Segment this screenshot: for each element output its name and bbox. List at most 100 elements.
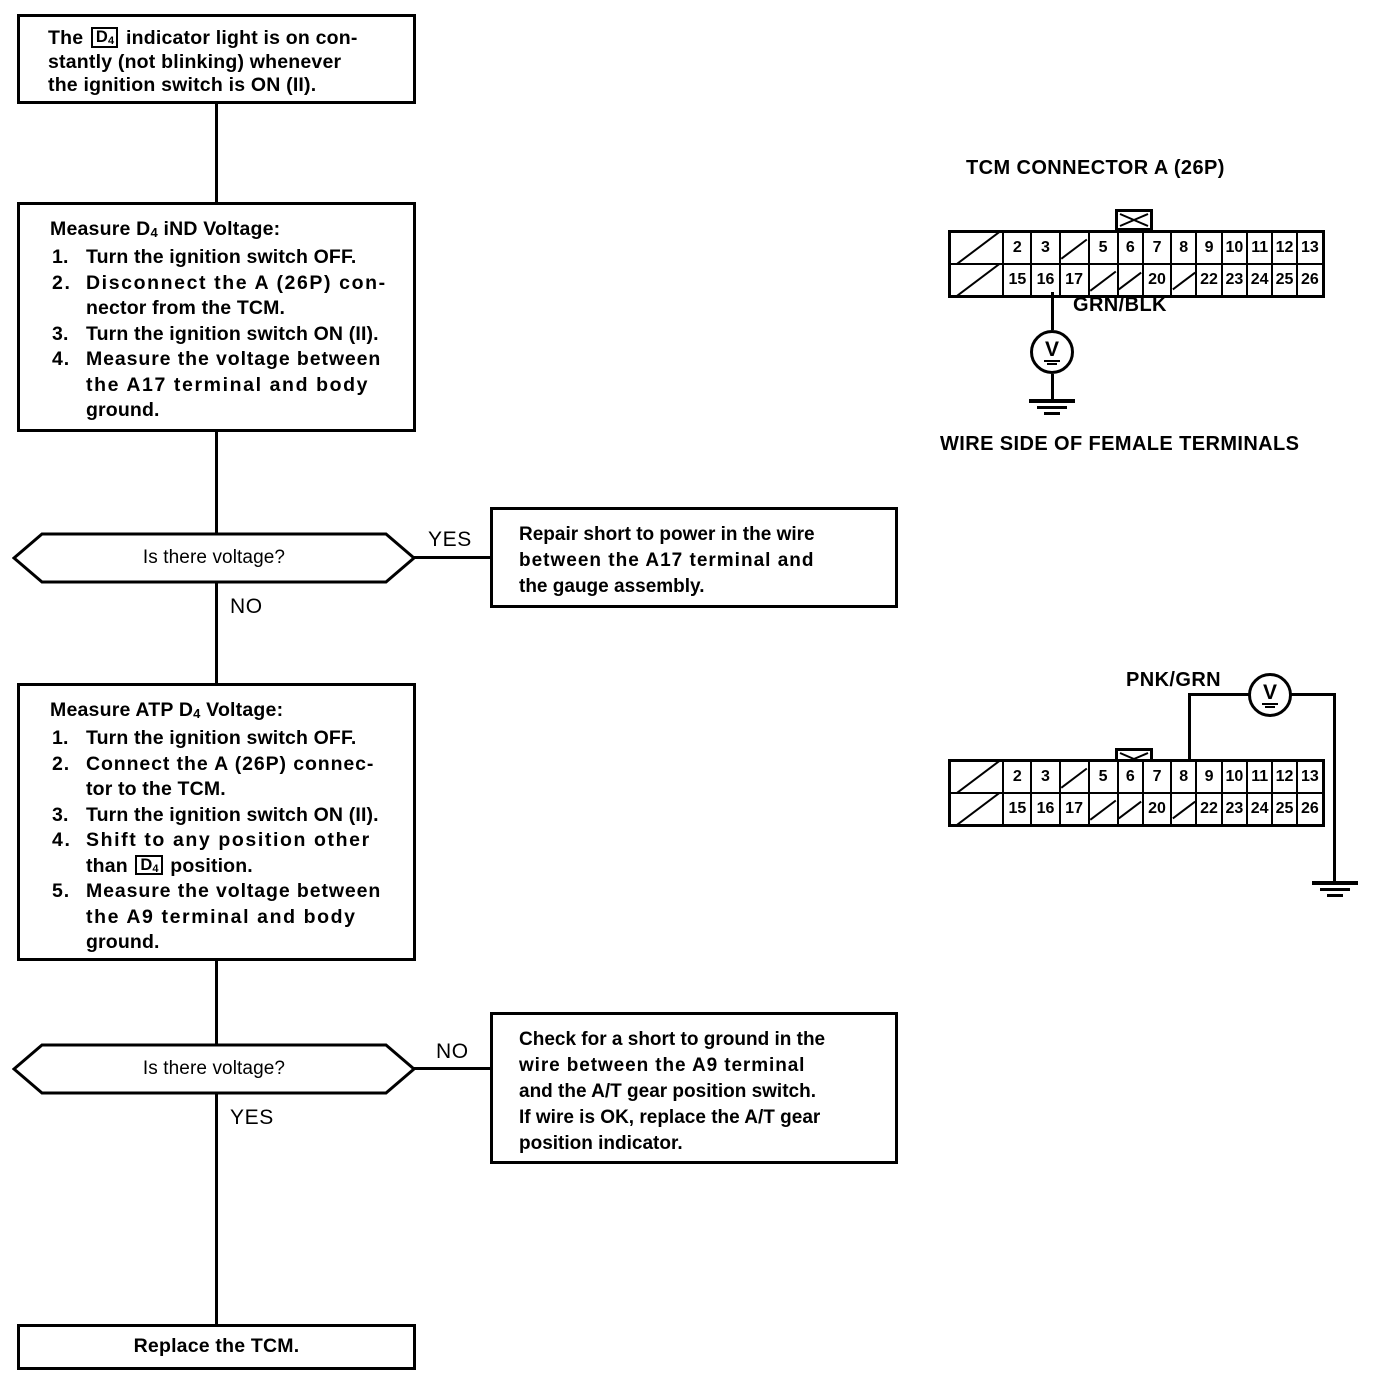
pin-cell-b-23: 23 — [1222, 794, 1249, 824]
pin-cell-b-blank-4 — [1060, 762, 1090, 792]
step1-item-3: 3.Turn the ignition switch ON (II). — [52, 322, 379, 345]
pin-cell-15: 15 — [1004, 265, 1033, 295]
decision2-question: Is there voltage? — [142, 1058, 286, 1079]
pin-cell-8: 8 — [1172, 233, 1198, 263]
pin-cell-b-15: 15 — [1004, 794, 1033, 824]
result2-line-3: and the A/T gear position switch. — [519, 1081, 816, 1102]
voltmeter-bottom-symbol: V — [1262, 681, 1277, 704]
pin-cell-7: 7 — [1143, 233, 1173, 263]
pin-cell-b-25: 25 — [1273, 794, 1298, 824]
pin-cell-5: 5 — [1089, 233, 1119, 263]
symptom-text: The D4 indicator light is on con- stantl… — [48, 27, 399, 98]
result2-line-5: position indicator. — [519, 1133, 683, 1154]
step2-box: Measure ATP D4 Voltage: 1.Turn the ignit… — [17, 683, 416, 961]
d4-glyph: D4 — [90, 27, 119, 48]
pin-cell-b-blank-19 — [1118, 794, 1144, 824]
pin-cell-b-24: 24 — [1248, 794, 1274, 824]
pin-cell-b-10: 10 — [1222, 762, 1249, 792]
step1-item-2: 2.Disconnect the A (26P) con- — [52, 271, 387, 294]
symptom-line-2: indicator light is on con- — [125, 27, 358, 49]
decision2-no-line — [414, 1067, 492, 1070]
connector-step1-to-decision1 — [215, 432, 218, 534]
pin-cell-b-11: 11 — [1248, 762, 1274, 792]
connector-top-wire-label: GRN/BLK — [1073, 294, 1167, 316]
decision1-yes-label: YES — [428, 528, 472, 551]
step2-item-5c: ground. — [86, 931, 160, 953]
pin-cell-26: 26 — [1297, 265, 1322, 295]
connector-bottom-wire-label: PNK/GRN — [1126, 669, 1222, 691]
step2-procedure: Measure ATP D4 Voltage: 1.Turn the ignit… — [20, 686, 413, 964]
connector-bottom-grid: 2 3 5 6 7 8 9 10 11 12 13 15 16 17 20 22… — [948, 759, 1325, 827]
connector-top-probe-wire — [1051, 292, 1054, 330]
pin-cell-2: 2 — [1004, 233, 1033, 263]
step2-item-4: 4.Shift to any position other — [52, 829, 371, 851]
symptom-word-the: The — [48, 27, 84, 49]
pin-cell-b-blank-1 — [951, 762, 1005, 792]
pin-cell-b-17: 17 — [1060, 794, 1090, 824]
voltmeter-top: V — [1030, 330, 1074, 374]
step1-item-4: 4.Measure the voltage between — [52, 348, 382, 370]
pin-cell-b-5: 5 — [1089, 762, 1119, 792]
pin-cell-24: 24 — [1248, 265, 1274, 295]
step2-item-2: 2.Connect the A (26P) connec- — [52, 752, 375, 775]
step2-item-4b: than D4 position. — [86, 854, 253, 877]
pin-cell-25: 25 — [1273, 265, 1298, 295]
decision2-yes-line — [215, 1094, 218, 1326]
connector-top-grid: 2 3 5 6 7 8 9 10 11 12 13 15 16 17 20 22… — [948, 230, 1325, 298]
pin-cell-b-blank-14 — [951, 794, 1005, 824]
final-text: Replace the TCM. — [133, 1335, 300, 1358]
voltmeter-bottom: V — [1248, 673, 1292, 717]
step2-list: 1.Turn the ignition switch OFF. 2.Connec… — [50, 726, 403, 956]
pin-cell-3: 3 — [1032, 233, 1061, 263]
pin-cell-9: 9 — [1197, 233, 1223, 263]
decision2-hexagon: Is there voltage? — [12, 1042, 416, 1096]
step1-procedure: Measure D4 iND Voltage: 1.Turn the ignit… — [20, 205, 413, 432]
pin-cell-b-16: 16 — [1032, 794, 1061, 824]
step1-item-2b: nector from the TCM. — [86, 297, 286, 319]
pin-cell-12: 12 — [1273, 233, 1298, 263]
pin-cell-b-22: 22 — [1197, 794, 1223, 824]
lock-tab-x-icon — [1119, 213, 1149, 227]
voltmeter-top-symbol: V — [1044, 338, 1059, 361]
pin-cell-b-2: 2 — [1004, 762, 1033, 792]
connector-top-meter-to-ground — [1051, 374, 1054, 401]
ground-symbol-bottom-icon — [1312, 881, 1358, 900]
pin-cell-b-20: 20 — [1143, 794, 1173, 824]
result2-line-2: wire between the A9 terminal — [519, 1055, 806, 1076]
pin-cell-blank-19 — [1118, 265, 1144, 295]
connector-top-lock-tab-icon — [1115, 209, 1153, 231]
pin-cell-blank-4 — [1060, 233, 1090, 263]
symptom-box: The D4 indicator light is on con- stantl… — [17, 14, 416, 104]
connector-top-row-1: 2 3 5 6 7 8 9 10 11 12 13 — [951, 233, 1322, 265]
dc-symbol-icon-2 — [1262, 702, 1278, 708]
pin-cell-b-7: 7 — [1143, 762, 1173, 792]
pin-cell-20: 20 — [1143, 265, 1173, 295]
result1-line-2: between the A17 terminal and — [519, 550, 815, 571]
step2-item-3: 3.Turn the ignition switch ON (II). — [52, 803, 379, 826]
pin-cell-b-13: 13 — [1297, 762, 1322, 792]
result1-line-3: the gauge assembly. — [519, 576, 705, 597]
pin-cell-b-blank-18 — [1089, 794, 1119, 824]
pin-cell-blank-18 — [1089, 265, 1119, 295]
decision1-no-line — [215, 583, 218, 683]
connector-top-row-2: 15 16 17 20 22 23 24 25 26 — [951, 265, 1322, 295]
d4-glyph-step2: D4 — [135, 854, 163, 875]
pin-cell-11: 11 — [1248, 233, 1274, 263]
connector-bottom-wire-right-h — [1290, 693, 1336, 696]
step1-title: Measure D4 iND Voltage: — [50, 218, 281, 240]
symptom-line-3: stantly (not blinking) whenever — [48, 50, 342, 73]
pin-cell-blank-21 — [1172, 265, 1198, 295]
step2-item-1: 1.Turn the ignition switch OFF. — [52, 727, 357, 749]
result1-line-1: Repair short to power in the wire — [519, 524, 815, 545]
step1-list: 1.Turn the ignition switch OFF. 2.Discon… — [50, 245, 403, 424]
decision1-question: Is there voltage? — [142, 547, 286, 568]
pin-cell-b-9: 9 — [1197, 762, 1223, 792]
step1-item-4b: the A17 terminal and body — [86, 373, 370, 396]
decision2-no-label: NO — [436, 1040, 469, 1063]
connector-top-title: TCM CONNECTOR A (26P) — [966, 157, 1225, 179]
decision2-yes-label: YES — [230, 1106, 274, 1129]
connector-symptom-to-step1 — [215, 104, 218, 204]
connector-bottom-wire-left-h — [1188, 693, 1250, 696]
decision1-no-label: NO — [230, 595, 263, 618]
